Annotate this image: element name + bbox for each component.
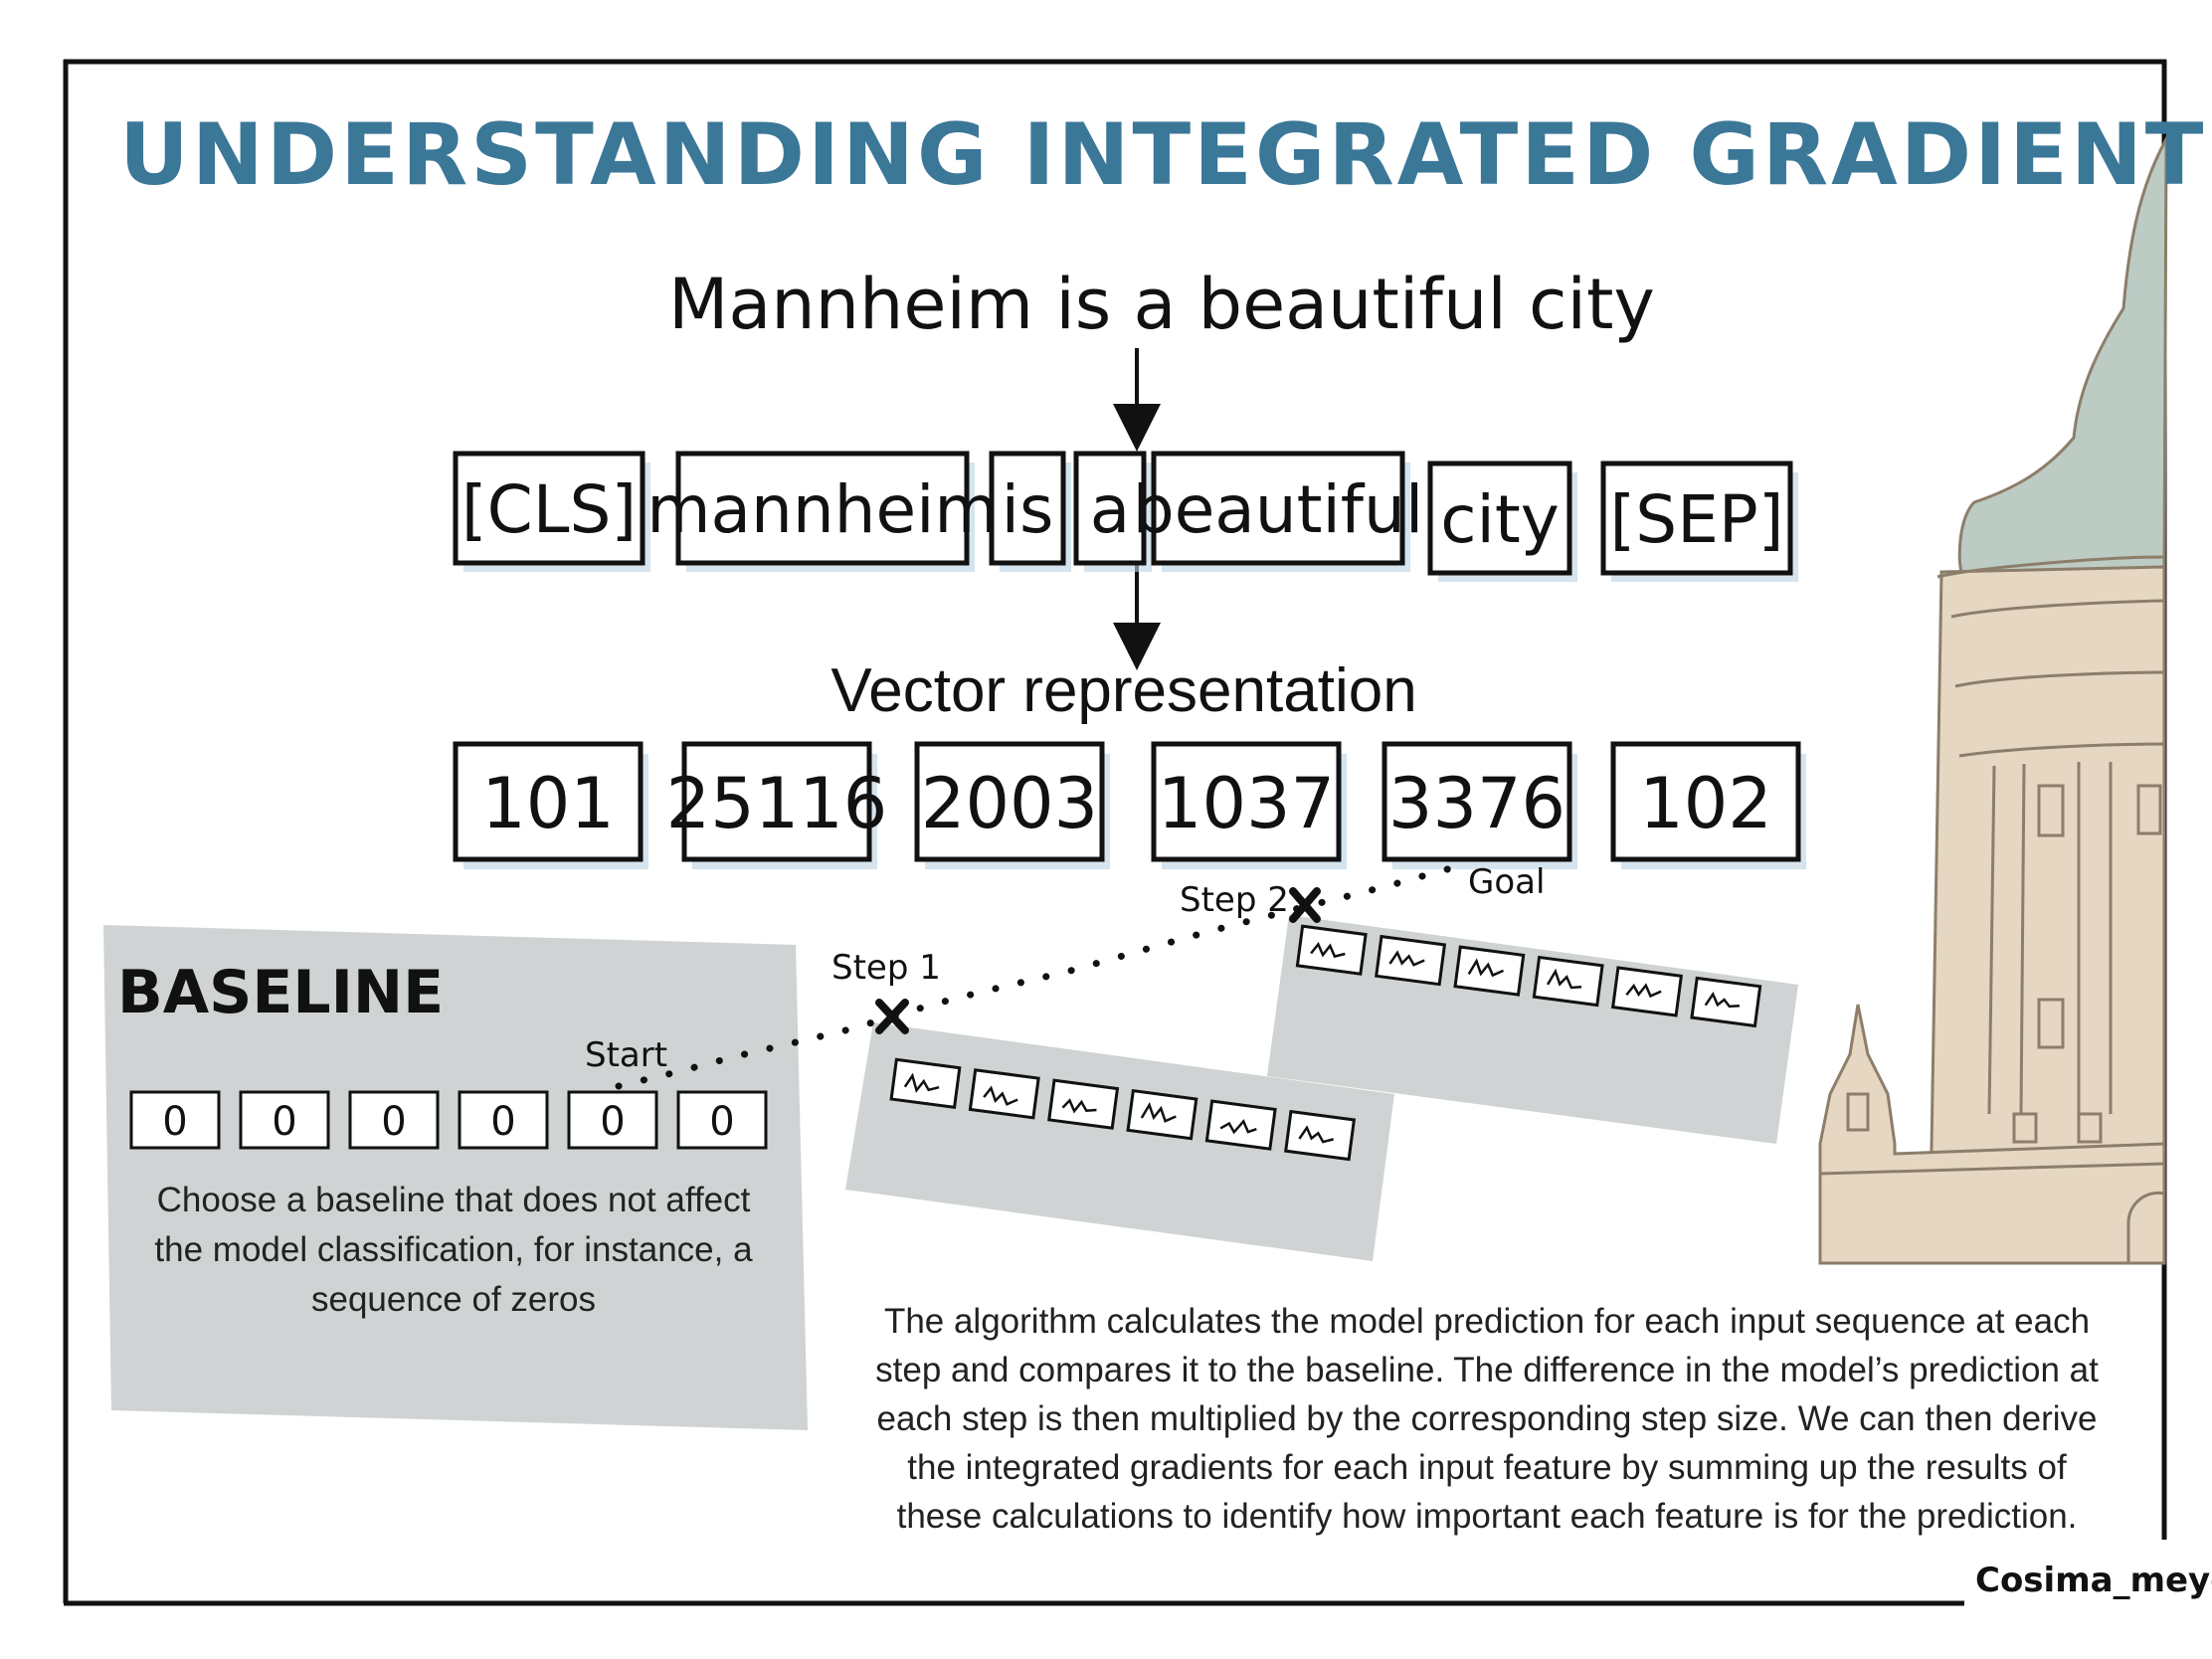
baseline-value: 0 [600,1099,625,1145]
step1-label: Step 1 [831,948,941,988]
vector-id-value: 102 [1639,763,1772,844]
vector-id-box: 1037 [1151,741,1347,869]
token-box: is [989,451,1071,572]
token-box: [CLS] [453,451,650,572]
vector-id-value: 3376 [1388,763,1566,844]
vector-row: 101 25116 2003 1037 3376 102 [453,741,1806,869]
token-box: city [1427,461,1577,582]
baseline-value: 0 [162,1099,187,1145]
start-label: Start [585,1035,667,1075]
baseline-value: 0 [490,1099,515,1145]
page-title: UNDERSTANDING INTEGRATED GRADIENTS [119,105,2212,205]
step1-marker-icon [875,999,909,1034]
token-box: a [1073,451,1152,572]
token-box: mannheim [646,451,999,572]
step1-panel [845,1022,1394,1261]
token-box: [SEP] [1600,461,1798,582]
vector-id-value: 25116 [666,763,888,844]
baseline-description-line: sequence of zeros [311,1280,596,1319]
vector-id-value: 1037 [1158,763,1335,844]
baseline-title: BASELINE [117,958,444,1027]
vector-id-value: 2003 [921,763,1098,844]
baseline-values-row: 0 0 0 0 0 0 [129,1090,768,1150]
baseline-value: 0 [381,1099,406,1145]
author-signature: Cosima_meyer [1975,1561,2212,1600]
token-label: [SEP] [1610,481,1784,558]
baseline-description-line: Choose a baseline that does not affect [157,1181,751,1219]
input-sentence: Mannheim is a beautiful city [668,264,1655,345]
explanation-line: each step is then multiplied by the corr… [877,1399,2098,1438]
step1-values-row [889,1057,1357,1162]
step2-label: Step 2 [1180,880,1289,920]
token-label: [CLS] [461,471,637,548]
baseline-description-line: the model classification, for instance, … [154,1230,753,1269]
explanation-line: the integrated gradients for each input … [907,1448,2067,1487]
vector-id-value: 101 [481,763,615,844]
vector-id-box: 2003 [914,741,1110,869]
explanation-paragraph: The algorithm calculates the model predi… [875,1302,2099,1536]
vector-id-box: 3376 [1382,741,1577,869]
step2-values-row [1295,924,1762,1028]
explanation-line: these calculations to identify how impor… [897,1497,2078,1536]
token-row: [CLS] mannheim is a beautiful city [453,451,1798,582]
baseline-value: 0 [272,1099,296,1145]
explanation-line: The algorithm calculates the model predi… [884,1302,2090,1341]
baseline-panel: BASELINE 0 0 0 0 0 0 Choose a baseline t… [103,925,808,1430]
vector-id-box: 101 [453,741,648,869]
goal-label: Goal [1468,862,1545,902]
token-label: a [1090,471,1130,548]
vector-id-box: 102 [1610,741,1806,869]
vector-representation-label: Vector representation [830,656,1416,725]
vector-id-box: 25116 [666,741,888,869]
step2-panel [1267,915,1798,1144]
water-tower-illustration [1818,133,2168,1265]
token-label: beautiful [1133,471,1423,548]
token-box: beautiful [1133,451,1423,572]
step2-marker-icon [1289,887,1321,923]
token-label: is [1002,471,1054,548]
baseline-value: 0 [709,1099,734,1145]
token-label: mannheim [646,471,998,548]
token-label: city [1440,481,1560,558]
explanation-line: step and compares it to the baseline. Th… [875,1351,2099,1389]
